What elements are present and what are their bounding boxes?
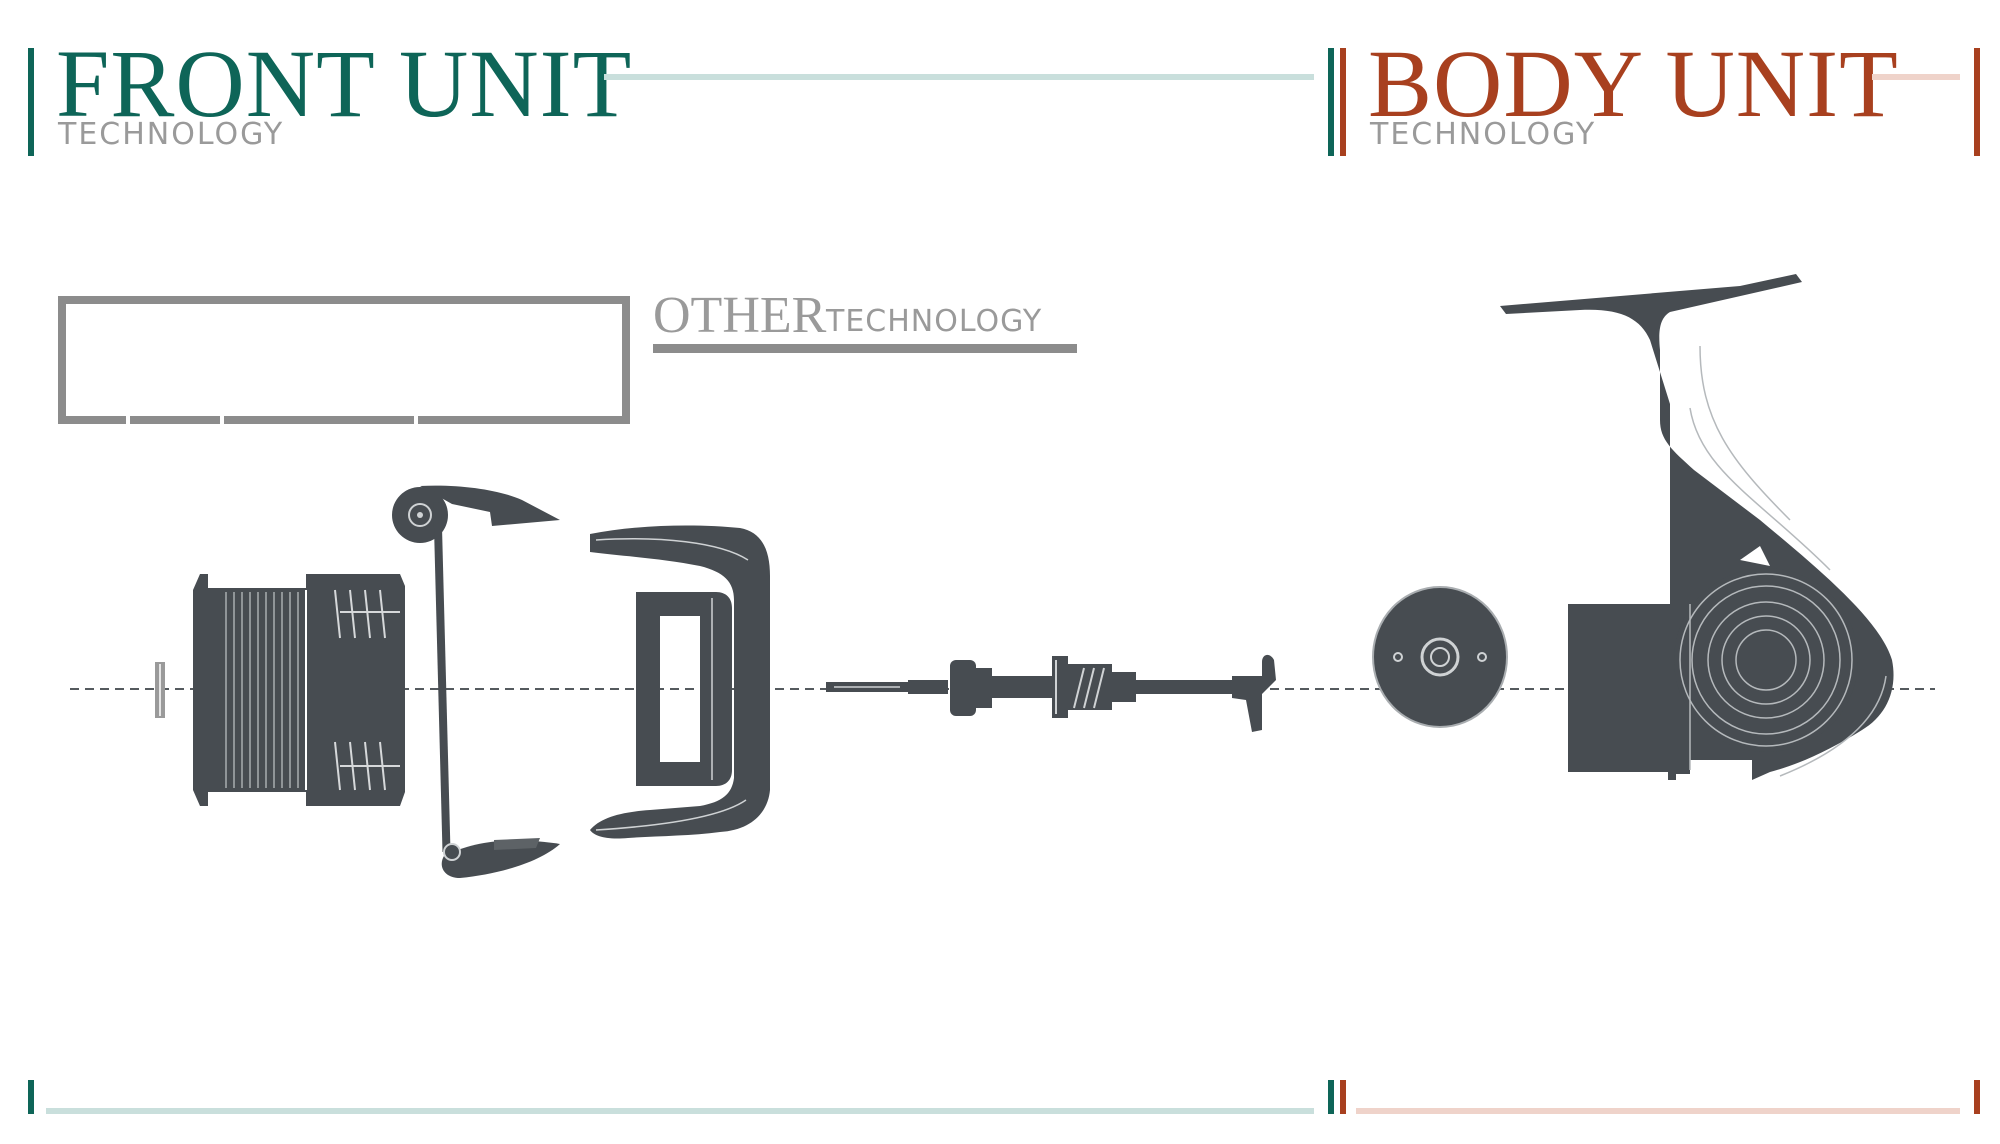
front-unit-right-bar (1328, 48, 1334, 156)
side-cap-icon (1372, 586, 1508, 728)
front-unit-left-bar (28, 48, 34, 156)
body-unit-right-bar (1974, 48, 1980, 156)
other-technology-subtitle: TECHNOLOGY (826, 304, 1043, 339)
other-technology-title: OTHER (653, 287, 827, 344)
body-unit-subtitle: TECHNOLOGY (1370, 117, 1597, 152)
body-unit-footer-right-bar (1974, 1080, 1980, 1114)
front-unit-footer-rule (46, 1108, 1314, 1114)
placeholder-box-segment (224, 416, 414, 424)
body-unit-title: BODY UNIT (1368, 30, 1899, 137)
placeholder-box-segment (130, 416, 220, 424)
front-unit-title: FRONT UNIT (56, 30, 633, 137)
body-unit-footer-rule (1356, 1108, 1960, 1114)
body-unit-left-bar (1340, 48, 1346, 156)
front-unit-footer-right-bar (1328, 1080, 1334, 1114)
shaft-icon (826, 654, 1276, 732)
technology-placeholder-box (58, 296, 630, 420)
body-unit-footer-left-bar (1340, 1080, 1346, 1114)
reel-body-icon (1500, 274, 1894, 780)
front-unit-header-rule (604, 74, 1314, 80)
front-unit-subtitle: TECHNOLOGY (58, 117, 285, 152)
front-unit-footer-left-bar (28, 1080, 34, 1114)
placeholder-box-segment (58, 416, 126, 424)
washer-icon (155, 662, 165, 718)
bail-icon (392, 485, 560, 878)
body-unit-header-rule (1872, 74, 1960, 80)
placeholder-box-segment (418, 416, 630, 424)
rotor-icon (590, 525, 770, 839)
other-technology-rule (653, 344, 1077, 353)
spool-icon (193, 574, 405, 806)
